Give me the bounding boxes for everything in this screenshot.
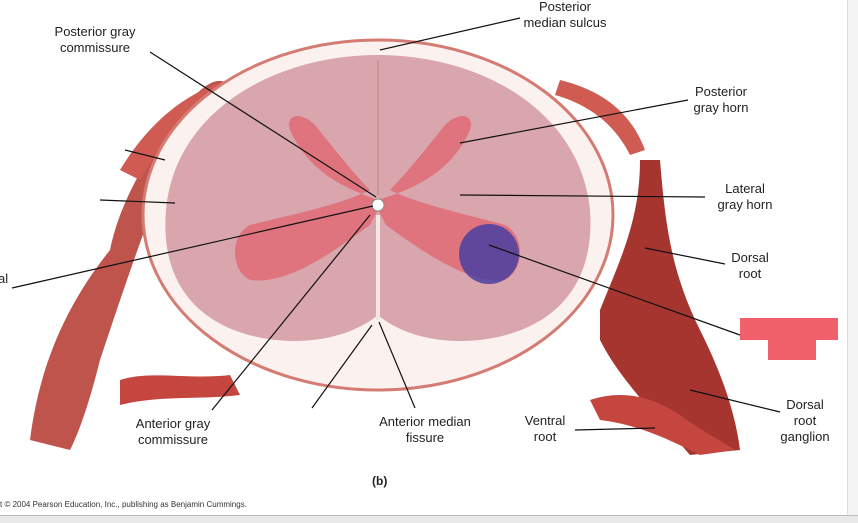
- label-left-cut: al l: [0, 271, 9, 302]
- bottom-edge-strip: [0, 515, 858, 523]
- leader-dorsal-root: [644, 247, 726, 265]
- right-dorsal-root-ganglion: [600, 160, 740, 455]
- label-anterior-gray-commissure: Anterior gray commissure: [135, 416, 211, 447]
- leader-lateral-gray-horn: [459, 194, 706, 198]
- leader-left-upper-2: [99, 199, 176, 204]
- leader-anterior-gray-commissure: [211, 214, 371, 411]
- leader-posterior-gray-horn: [459, 99, 689, 144]
- leader-anterior-extra: [311, 324, 373, 409]
- left-dorsal-root-ganglion: [30, 80, 225, 450]
- label-posterior-gray-horn: Posterior gray horn: [693, 84, 749, 115]
- copyright-text: t © 2004 Pearson Education, Inc., publis…: [0, 500, 247, 509]
- label-posterior-median-sulcus: Posterior median sulcus: [523, 0, 607, 30]
- ventral-root-right: [590, 395, 735, 455]
- highlight-marker: [459, 224, 519, 284]
- leader-posterior-median-sulcus: [379, 17, 521, 51]
- right-tissue-band: [555, 80, 645, 155]
- redaction-box: [740, 318, 838, 360]
- leader-left-upper-1: [124, 149, 166, 161]
- label-dorsal-root-ganglion: Dorsal root ganglion: [780, 397, 830, 444]
- leader-anterior-median-fissure: [378, 321, 416, 409]
- left-tissue-band: [120, 80, 240, 180]
- figure-letter: (b): [372, 474, 388, 488]
- label-lateral-gray-horn: Lateral gray horn: [717, 181, 773, 212]
- gray-matter: [235, 115, 520, 281]
- leader-posterior-gray-commissure: [149, 51, 377, 198]
- right-edge-strip: [847, 0, 858, 515]
- label-anterior-median-fissure: Anterior median fissure: [379, 414, 471, 445]
- central-canal: [371, 198, 385, 212]
- left-lower-tissue: [120, 375, 240, 405]
- leader-dorsal-root-ganglion: [689, 389, 781, 413]
- leader-left-cut: [11, 205, 374, 289]
- leader-ventral-root: [574, 427, 656, 431]
- label-ventral-root: Ventral root: [524, 413, 566, 444]
- label-posterior-gray-commissure: Posterior gray commissure: [54, 24, 136, 55]
- label-dorsal-root: Dorsal root: [731, 250, 769, 281]
- leader-marker: [488, 244, 741, 336]
